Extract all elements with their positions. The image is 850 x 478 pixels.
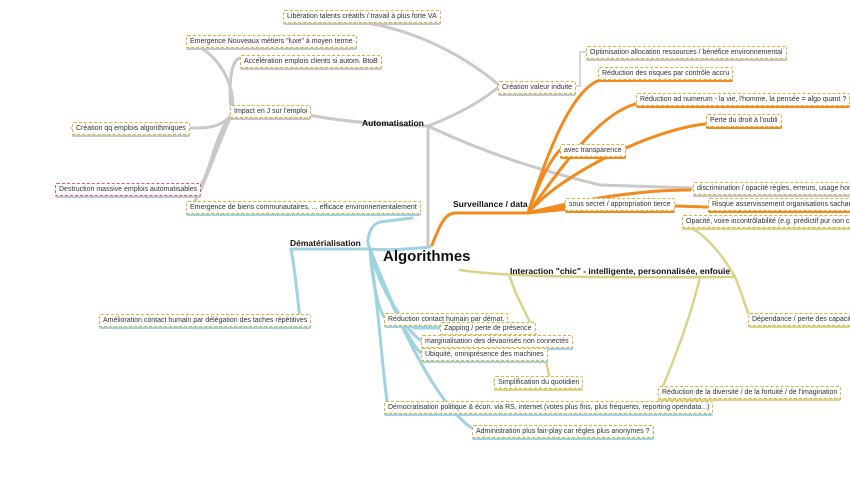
- branch-interaction[interactable]: Interaction "chic" - intelligente, perso…: [510, 266, 731, 276]
- connector: [526, 101, 840, 215]
- node-reduction-diversite[interactable]: Réduction de la diversité / de la fortui…: [658, 386, 842, 399]
- node-droit-oubli[interactable]: Perte du droit à l'oubli: [706, 114, 782, 127]
- node-sous-secret[interactable]: sous secret / appropriation tierce: [565, 198, 675, 211]
- connector: [526, 148, 620, 215]
- node-nouveaux-metiers[interactable]: Emergence Nouveaux métiers "luxe" à moye…: [186, 35, 357, 48]
- connector: [458, 268, 737, 279]
- node-acceleration-emplois[interactable]: Accélération emplois clients si autom. B…: [240, 55, 382, 68]
- branch-dematerialisation[interactable]: Dématérialisation: [290, 238, 361, 248]
- node-amelioration-contact[interactable]: Amélioration contact humain par délégati…: [99, 314, 312, 327]
- connector: [366, 216, 414, 251]
- node-destruction-emplois[interactable]: Destruction massive emplois automatisabl…: [55, 183, 202, 196]
- branch-automatisation[interactable]: Automatisation: [362, 118, 424, 128]
- node-impact-emploi[interactable]: Impact en J sur l'emploi: [230, 105, 312, 118]
- branch-surveillance[interactable]: Surveillance / data: [453, 199, 528, 209]
- node-dependance[interactable]: Dépendance / perte des capacité: [748, 313, 850, 326]
- central-topic[interactable]: Algorithmes: [383, 248, 471, 265]
- connector: [426, 124, 697, 190]
- node-reduction-ad-numerum[interactable]: Réduction ad numerum - la vie, l'homme, …: [636, 93, 850, 106]
- connector: [368, 247, 647, 432]
- node-ubiquite[interactable]: Ubiquité, omniprésence des machines: [421, 348, 548, 361]
- connector: [98, 247, 302, 326]
- node-biens-communautaires[interactable]: Emergence de biens communautaires, ... e…: [186, 201, 421, 214]
- connector: [526, 188, 692, 215]
- node-opacite[interactable]: Opacité, voire incontrôlabilité (e.g. pr…: [682, 215, 850, 228]
- connector: [288, 20, 502, 88]
- node-administration[interactable]: Administration plus fair-play car règles…: [472, 425, 654, 438]
- node-marginalisation[interactable]: marginalisation des dévaorisés non conne…: [421, 335, 573, 348]
- node-optimisation-allocation[interactable]: Optimisation allocation ressources / bén…: [586, 46, 787, 59]
- node-liberation-talents[interactable]: Libération talents créatifs / travail à …: [283, 10, 441, 23]
- connector: [430, 211, 530, 247]
- node-avec-transparence[interactable]: avec transparence: [560, 144, 626, 157]
- node-risque-asservissement[interactable]: Risque asservissement organisations sach…: [708, 198, 850, 211]
- connector: [426, 84, 502, 128]
- node-reduction-risques[interactable]: Réduction des risques par contrôle accru: [598, 67, 734, 80]
- node-creation-emplois-algo[interactable]: Création qq emplois algorithmiques: [72, 122, 190, 135]
- node-discrimination[interactable]: discrimination / opacité règles, erreurs…: [693, 182, 850, 195]
- node-creation-valeur[interactable]: Création valeur induite: [498, 81, 577, 94]
- node-democratisation[interactable]: Démocratisation politique & écon. via RS…: [384, 401, 714, 414]
- node-zapping[interactable]: Zapping / perte de présence: [440, 322, 536, 335]
- node-simplification[interactable]: Simplification du quotidien: [494, 376, 584, 389]
- connector: [658, 275, 834, 395]
